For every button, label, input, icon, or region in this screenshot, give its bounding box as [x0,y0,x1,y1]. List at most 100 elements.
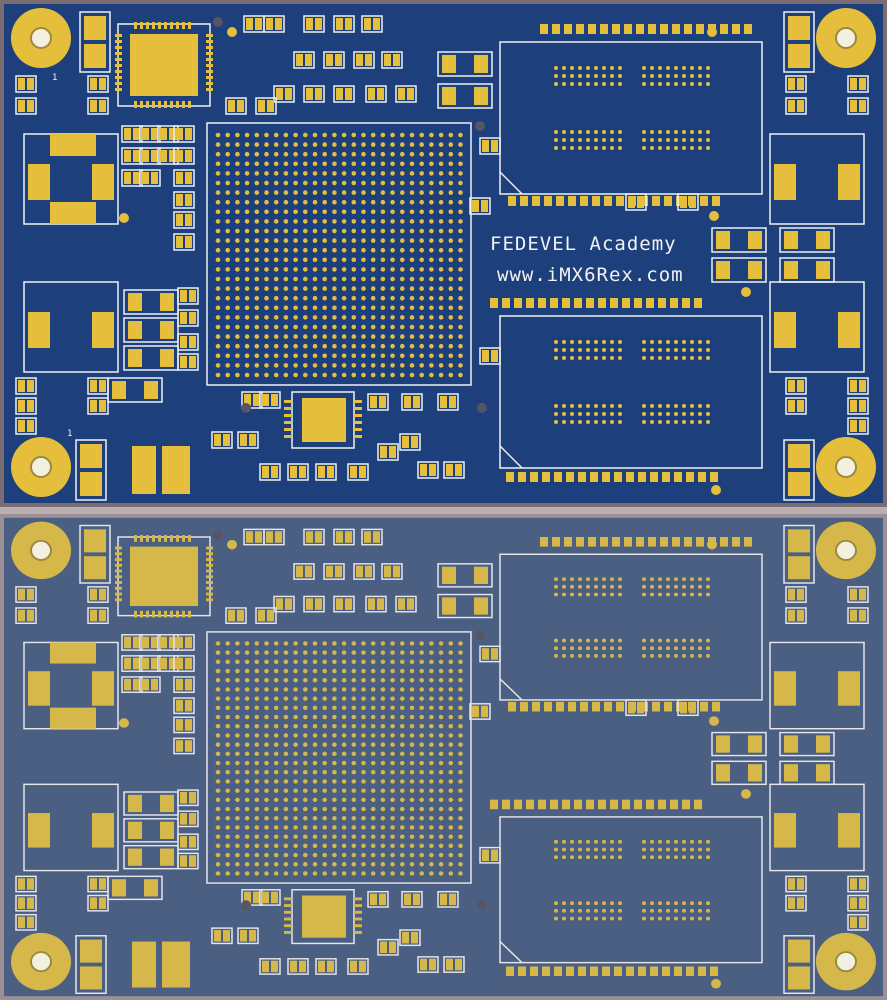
silk-outline [479,347,501,365]
pad [797,100,804,112]
bga-ball [293,742,298,747]
pad [491,140,498,152]
pad [146,22,149,29]
bga-ball [380,852,386,858]
pad [526,298,534,308]
ball-pad [570,855,574,860]
ball-pad [602,908,606,913]
pad [27,609,34,622]
bga-ball [322,180,328,186]
ball-pad [578,82,582,86]
bga-ball [225,180,230,186]
ball-pad [602,839,606,844]
pad [189,312,196,324]
ball-pad [650,66,654,70]
ball-pad [682,646,686,651]
pad [638,472,646,482]
bga-ball [341,238,347,243]
bga-ball [264,238,269,243]
bga-ball [264,132,269,138]
pad [170,101,173,108]
bga-ball [244,751,250,757]
bga-ball [332,180,337,186]
ball-pad [650,82,654,86]
pad [797,609,804,622]
bga-ball [303,247,308,253]
ball-pad [690,130,694,134]
pad [180,791,187,804]
bga-ball [273,751,279,757]
bga-ball [400,650,405,655]
pad [354,897,362,901]
bga-ball [312,305,318,311]
pad [164,610,167,618]
bga-ball [293,295,298,301]
pad [393,54,400,66]
bga-ball [429,257,434,263]
bga-ball [429,871,434,876]
bga-ball [458,209,463,215]
bga-ball [332,770,337,775]
bga-ball [409,132,415,138]
bga-ball [429,806,434,812]
ball-pad [658,404,662,408]
pad [185,172,192,184]
silk-outline [381,563,403,580]
bga-ball [322,267,328,272]
bga-ball [438,843,444,849]
pad [182,610,185,618]
pad [520,701,528,712]
ball-pad [642,404,646,408]
silk-outline [333,595,355,613]
bga-ball [438,267,444,272]
mounting-hole-drill [30,539,52,561]
bga-ball [332,834,337,839]
bga-ball [448,353,454,359]
bga-ball [244,816,250,821]
bga-ball [225,305,230,311]
pad [698,966,706,977]
bga-ball [390,324,395,330]
bga-ball [244,334,250,339]
pad [299,466,306,478]
pad [18,609,25,622]
bga-ball [370,779,376,784]
pad [185,657,192,670]
bga-ball [244,286,250,291]
bga-ball [273,714,279,720]
bga-ball [312,171,318,176]
bga-ball [312,363,318,368]
ball-pad [586,855,590,860]
pad [151,172,158,184]
bga-ball [235,678,240,683]
silk-outline [785,377,807,395]
ball-pad [666,412,670,416]
pad [327,960,334,973]
bga-ball [244,228,250,234]
pad [92,671,114,706]
pad [556,701,564,712]
bga-ball [303,219,308,224]
pad [660,24,668,34]
bga-ball [429,295,434,301]
ball-pad [658,839,662,844]
bga-ball [215,363,221,368]
pad [169,636,176,649]
pad [689,196,696,208]
pad [305,54,312,66]
bga-ball [293,770,298,775]
bga-ball [235,305,240,311]
pad [564,537,572,547]
bga-ball [438,788,444,793]
pad [176,194,183,206]
bga-ball [215,825,221,830]
bga-ball [235,171,240,176]
pad [99,380,106,392]
bga-ball [273,806,279,812]
ball-pad [658,130,662,134]
bga-ball [380,353,386,359]
pad [18,420,25,432]
pad [748,735,762,753]
ball-pad [554,420,558,424]
ball-pad [642,638,646,643]
